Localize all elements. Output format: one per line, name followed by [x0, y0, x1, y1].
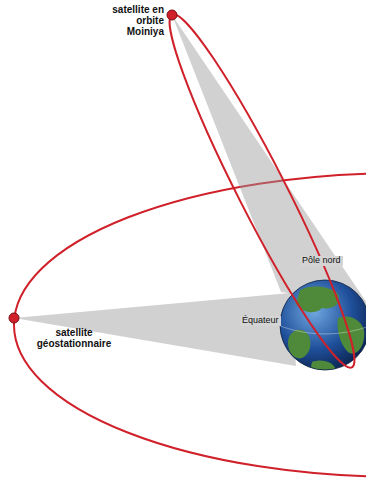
geostationary-cone	[14, 293, 296, 366]
earth-globe	[280, 280, 366, 372]
molniya-cone	[172, 15, 366, 306]
geostationary-satellite	[9, 313, 19, 323]
equator-label: Équateur	[240, 316, 281, 326]
satellite-label: satellite géostationnaire	[24, 327, 124, 349]
molniya-orbit	[151, 4, 366, 379]
geostationary-orbit	[14, 173, 366, 477]
molniya-satellite	[167, 10, 177, 20]
satellite-label: satellite en orbite Moiniya	[102, 4, 164, 37]
pole-label: Pôle nord	[300, 256, 343, 266]
